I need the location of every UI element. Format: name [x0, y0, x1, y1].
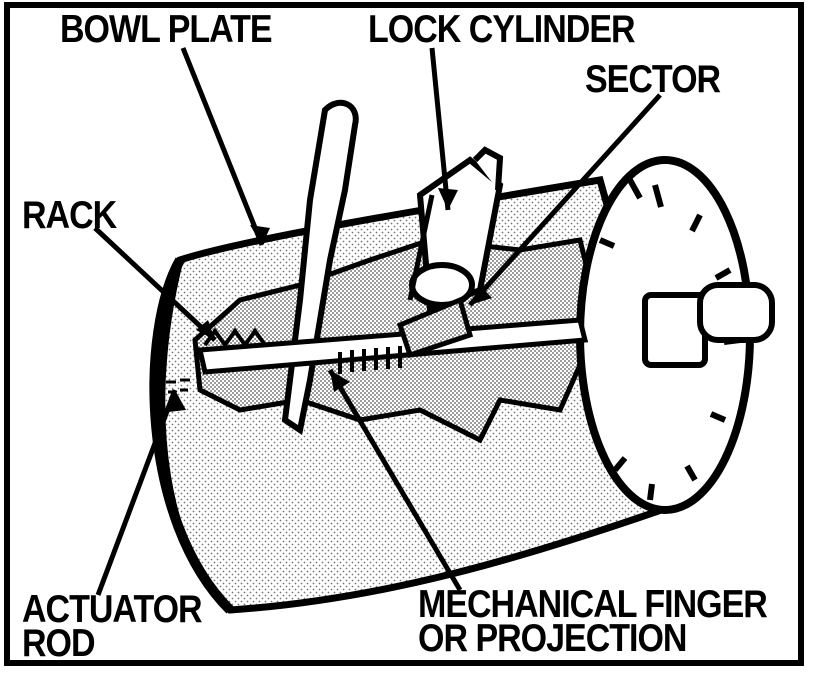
label-finger-line1: MECHANICAL FINGER — [418, 582, 768, 627]
sector-gear — [396, 296, 474, 359]
label-finger-line2: OR PROJECTION — [418, 616, 687, 661]
leader-arrowheads — [168, 188, 492, 412]
label-rack: RACK — [22, 193, 117, 238]
lock-cylinder-head — [409, 262, 475, 308]
leader-rack — [93, 226, 217, 342]
leader-lock-cylinder — [429, 47, 451, 211]
leader-actuator — [95, 389, 178, 596]
label-actuator-rod-line2: ROD — [22, 621, 96, 666]
shaft-tip — [697, 282, 775, 343]
label-actuator-rod-line1: ACTUATOR — [22, 587, 203, 632]
leader-lines — [93, 47, 662, 596]
leader-finger — [327, 368, 463, 592]
shaft-hub — [642, 292, 708, 368]
label-lock-cylinder: LOCK CYLINDER — [368, 7, 636, 52]
leader-bowl-plate — [180, 47, 265, 246]
actuator-rod-dashes — [166, 378, 190, 394]
leader-lock-cylinder-2 — [407, 194, 435, 301]
rack-teeth — [203, 327, 267, 349]
rod-spring — [338, 346, 402, 374]
leader-sector — [468, 93, 662, 307]
label-sector: SECTOR — [585, 57, 721, 102]
lock-cylinder-top-stub — [472, 146, 504, 191]
label-bowl-plate: BOWL PLATE — [60, 7, 273, 52]
